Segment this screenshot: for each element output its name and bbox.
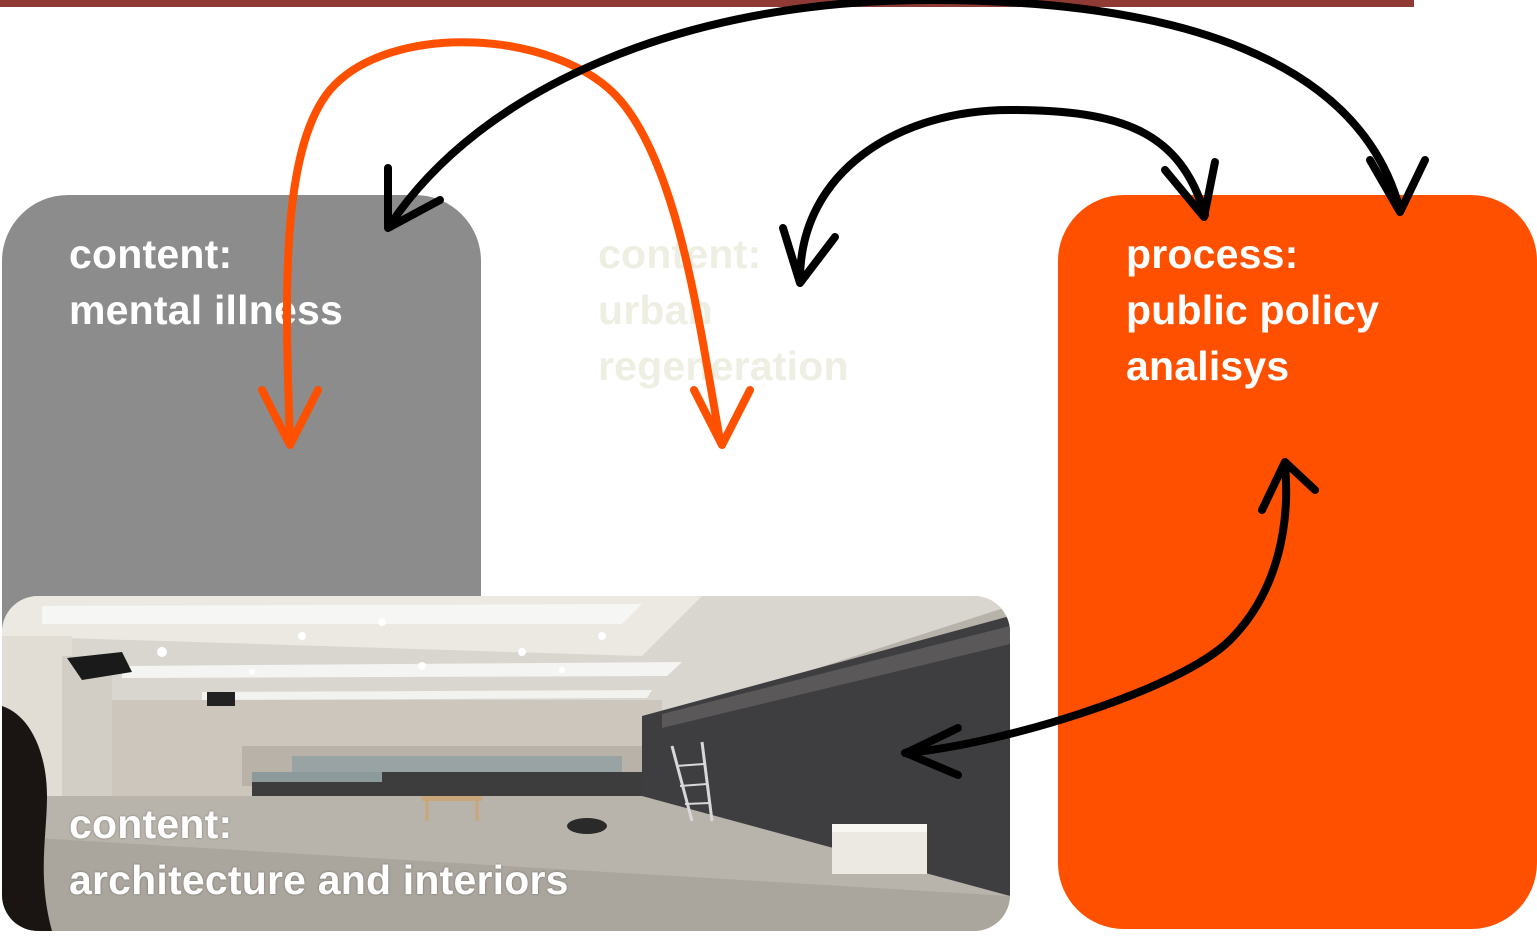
architecture-label-line1: content:	[69, 801, 233, 847]
black-arrowhead-urban	[779, 224, 839, 287]
orange-arrowhead-left	[258, 386, 322, 449]
black-arrow-lower-curve	[901, 461, 1291, 757]
urban-regeneration-label-line3: regeneration	[598, 343, 849, 389]
black-arrowhead-architecture	[902, 724, 962, 779]
black-arrowhead-policy-left	[1161, 158, 1219, 221]
architecture-photo-box	[2, 596, 1010, 931]
orange-arrowhead-right	[690, 386, 754, 449]
black-arrow-big-arch	[386, 0, 1404, 229]
public-policy-label: process: public policy analisys	[1126, 226, 1379, 394]
mental-illness-label-line1: content:	[69, 231, 233, 277]
interior-photo	[2, 596, 1010, 931]
architecture-label-line2: architecture and interiors	[69, 857, 569, 903]
public-policy-box	[1058, 195, 1537, 929]
public-policy-label-line3: analisys	[1126, 343, 1290, 389]
black-arrow-small-arch	[796, 106, 1209, 284]
public-policy-label-line1: process:	[1126, 231, 1299, 277]
mental-illness-label: content: mental illness	[69, 226, 343, 338]
black-arrowhead-policy-right	[1366, 156, 1429, 216]
mental-illness-label-line2: mental illness	[69, 287, 343, 333]
architecture-label: content: architecture and interiors	[69, 796, 569, 908]
orange-arrow-arch	[282, 38, 724, 444]
public-policy-label-line2: public policy	[1126, 287, 1380, 333]
black-arrowhead-mental	[384, 164, 444, 232]
black-arrowhead-policy-bottom	[1258, 458, 1319, 514]
top-accent-bar	[0, 0, 1414, 7]
